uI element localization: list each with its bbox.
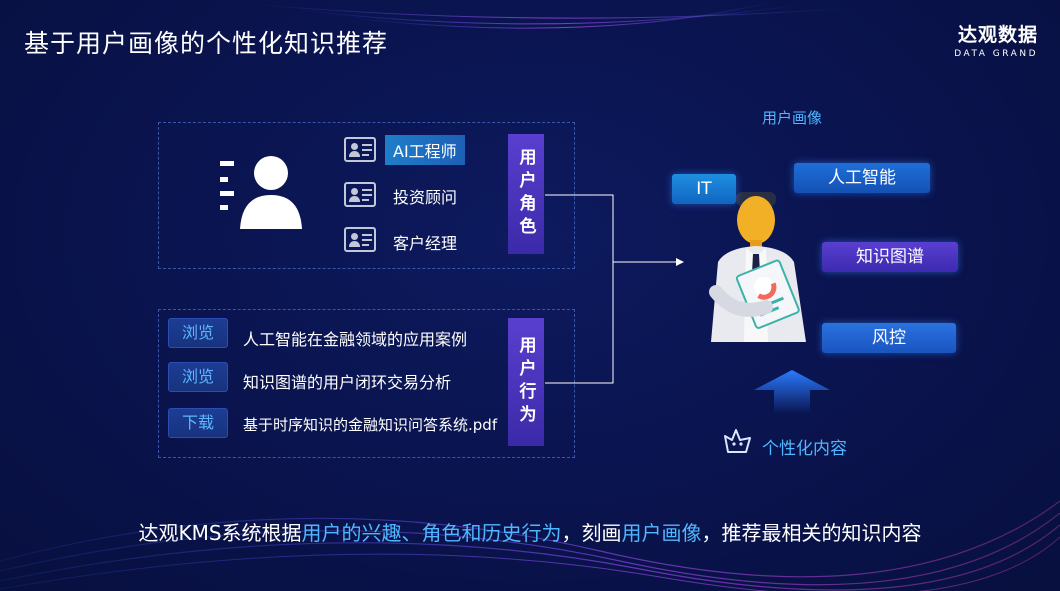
personalized-content-label: 个性化内容 bbox=[762, 439, 847, 459]
summary-part: 达观KMS系统根据 bbox=[138, 521, 302, 545]
summary-text: 达观KMS系统根据用户的兴趣、角色和历史行为，刻画用户画像，推荐最相关的知识内容 bbox=[0, 517, 1060, 546]
id-card-icon bbox=[344, 182, 376, 207]
businessman-illustration bbox=[706, 182, 816, 346]
id-card-icon bbox=[344, 137, 376, 162]
bottom-wave-decoration bbox=[0, 441, 1060, 591]
behavior-item-text: 知识图谱的用户闭环交易分析 bbox=[243, 373, 452, 392]
summary-highlight: 用户画像 bbox=[621, 521, 702, 545]
persona-tag-ai: 人工智能 bbox=[794, 163, 930, 193]
up-arrow-icon bbox=[754, 370, 830, 418]
persona-tag-knowledge-graph: 知识图谱 bbox=[822, 242, 958, 272]
summary-part: ，刻画 bbox=[561, 521, 622, 545]
action-browse-badge: 浏览 bbox=[168, 362, 228, 392]
user-role-tag: 用户角色 bbox=[508, 134, 544, 254]
persona-title: 用户画像 bbox=[762, 109, 823, 127]
action-browse-badge: 浏览 bbox=[168, 318, 228, 348]
user-behavior-tag: 用户行为 bbox=[508, 318, 544, 446]
brand-logo: 达观数据 DATA GRAND bbox=[954, 20, 1038, 59]
behavior-item-text: 基于时序知识的金融知识问答系统.pdf bbox=[243, 416, 498, 434]
persona-tag-it: IT bbox=[672, 174, 736, 204]
behavior-item-text: 人工智能在金融领域的应用案例 bbox=[243, 330, 468, 349]
page-title: 基于用户画像的个性化知识推荐 bbox=[24, 29, 389, 58]
action-download-badge: 下载 bbox=[168, 408, 228, 438]
role-account-manager: 客户经理 bbox=[393, 234, 458, 253]
persona-tag-risk-control: 风控 bbox=[822, 323, 956, 353]
top-wave-decoration bbox=[0, 0, 1060, 70]
brand-name-en: DATA GRAND bbox=[954, 49, 1038, 59]
id-card-icon bbox=[344, 227, 376, 252]
role-ai-engineer: AI工程师 bbox=[385, 135, 465, 165]
user-profile-icon bbox=[216, 153, 306, 235]
summary-highlight: 用户的兴趣、角色和历史行为 bbox=[301, 521, 562, 545]
brand-name-cn: 达观数据 bbox=[957, 24, 1038, 46]
role-investment-advisor: 投资顾问 bbox=[393, 188, 458, 207]
summary-part: ，推荐最相关的知识内容 bbox=[701, 521, 922, 545]
sparkle-face-icon bbox=[722, 426, 754, 462]
